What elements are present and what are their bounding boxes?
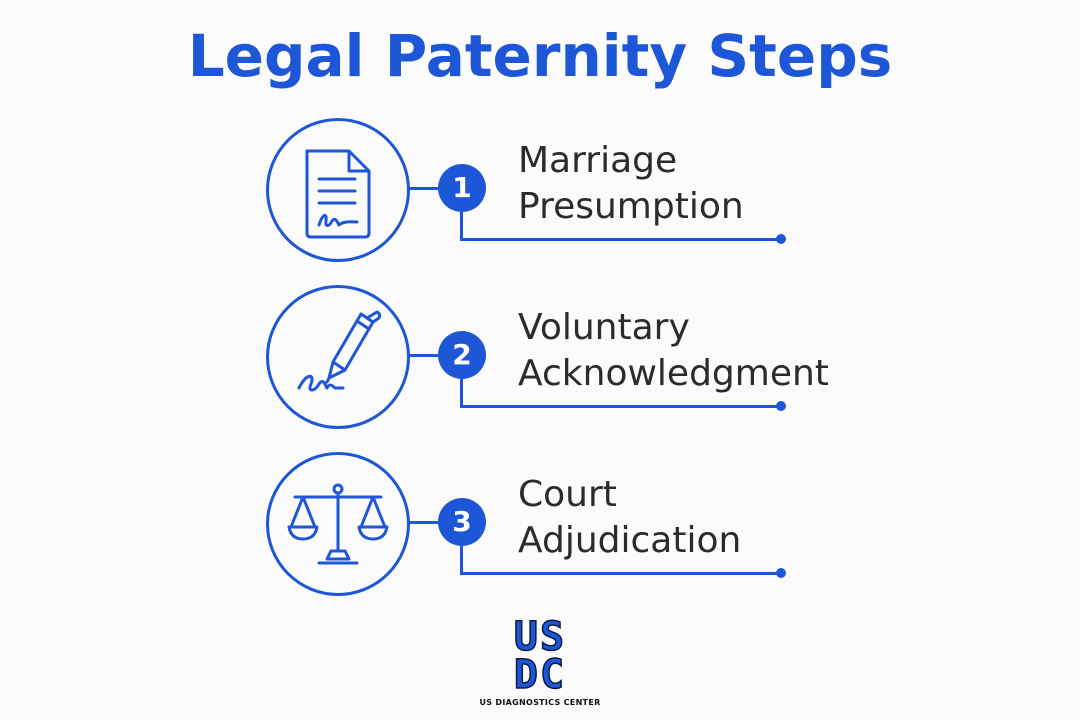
- step-1-leader-line: [460, 212, 780, 241]
- usdc-logo: US DC US DIAGNOSTICS CENTER: [470, 614, 610, 714]
- step-2-label: Voluntary Acknowledgment: [518, 305, 938, 397]
- step-3-number-badge: 3: [438, 498, 486, 546]
- step-1-label-line1: Marriage: [518, 140, 678, 181]
- step-3-icon-circle: [266, 452, 410, 596]
- step-1-leader-dot: [776, 234, 786, 244]
- step-3: 3 Court Adjudication: [0, 452, 1080, 602]
- scales-of-justice-icon: [287, 483, 389, 565]
- step-2-icon-circle: [266, 285, 410, 429]
- step-1-label-line2: Presumption: [518, 186, 744, 227]
- step-3-label-line2: Adjudication: [518, 520, 742, 561]
- step-3-connector: [407, 521, 441, 524]
- logo-subtitle: US DIAGNOSTICS CENTER: [479, 698, 601, 707]
- step-1-connector: [407, 187, 441, 190]
- logo-line-1: US: [513, 614, 567, 660]
- document-signature-icon: [305, 149, 371, 239]
- step-1-number-badge: 1: [438, 164, 486, 212]
- step-1: 1 Marriage Presumption: [0, 118, 1080, 268]
- step-2-leader-line: [460, 379, 780, 408]
- pen-signature-icon: [297, 310, 382, 392]
- page-title: Legal Paternity Steps: [187, 22, 893, 90]
- step-2: 2 Voluntary Acknowledgment: [0, 285, 1080, 435]
- step-1-label: Marriage Presumption: [518, 138, 938, 230]
- step-3-leader-dot: [776, 568, 786, 578]
- logo-line-2: DC: [513, 652, 567, 698]
- step-3-label: Court Adjudication: [518, 472, 938, 564]
- step-2-leader-dot: [776, 401, 786, 411]
- step-2-connector: [407, 354, 441, 357]
- step-3-label-line1: Court: [518, 474, 617, 515]
- step-2-number-badge: 2: [438, 331, 486, 379]
- step-2-label-line1: Voluntary: [518, 307, 690, 348]
- step-2-label-line2: Acknowledgment: [518, 353, 829, 394]
- step-1-icon-circle: [266, 118, 410, 262]
- step-3-leader-line: [460, 546, 780, 575]
